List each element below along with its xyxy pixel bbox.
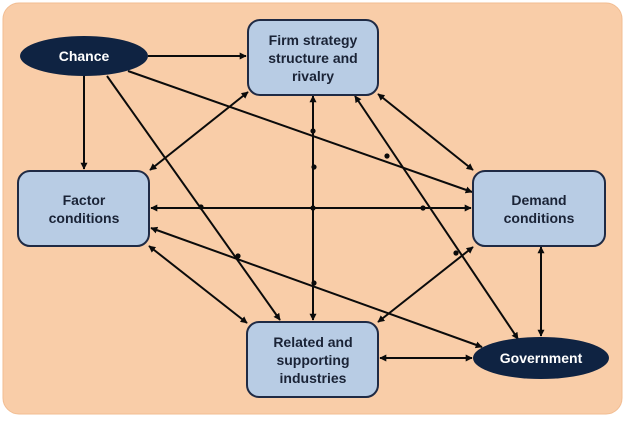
- connector-crossing-dot: [310, 128, 316, 134]
- connector-crossing-dot: [310, 205, 316, 211]
- connector-crossing-dot: [384, 153, 390, 159]
- connector-crossing-dot: [235, 253, 241, 259]
- node-layer: [17, 19, 609, 398]
- factor-conditions-node[interactable]: [17, 170, 150, 247]
- chance-node[interactable]: [20, 36, 148, 76]
- connector-layer: [80, 52, 545, 362]
- connector-crossing-dot: [198, 204, 204, 210]
- firm-factor-arrow: [149, 91, 249, 171]
- connector-crossing-dot: [453, 250, 459, 256]
- firm-strategy-node[interactable]: [247, 19, 379, 96]
- demand-conditions-node[interactable]: [472, 170, 606, 247]
- government-node[interactable]: [473, 337, 609, 379]
- demand-related-arrow: [377, 246, 474, 323]
- factor-government-arrow: [150, 226, 483, 349]
- junction-layer: [198, 128, 459, 286]
- connector-crossing-dot: [311, 280, 317, 286]
- firm-government-arrow: [354, 95, 519, 340]
- related-industries-node[interactable]: [246, 321, 379, 398]
- connector-crossing-dot: [311, 164, 317, 170]
- connector-crossing-dot: [420, 205, 426, 211]
